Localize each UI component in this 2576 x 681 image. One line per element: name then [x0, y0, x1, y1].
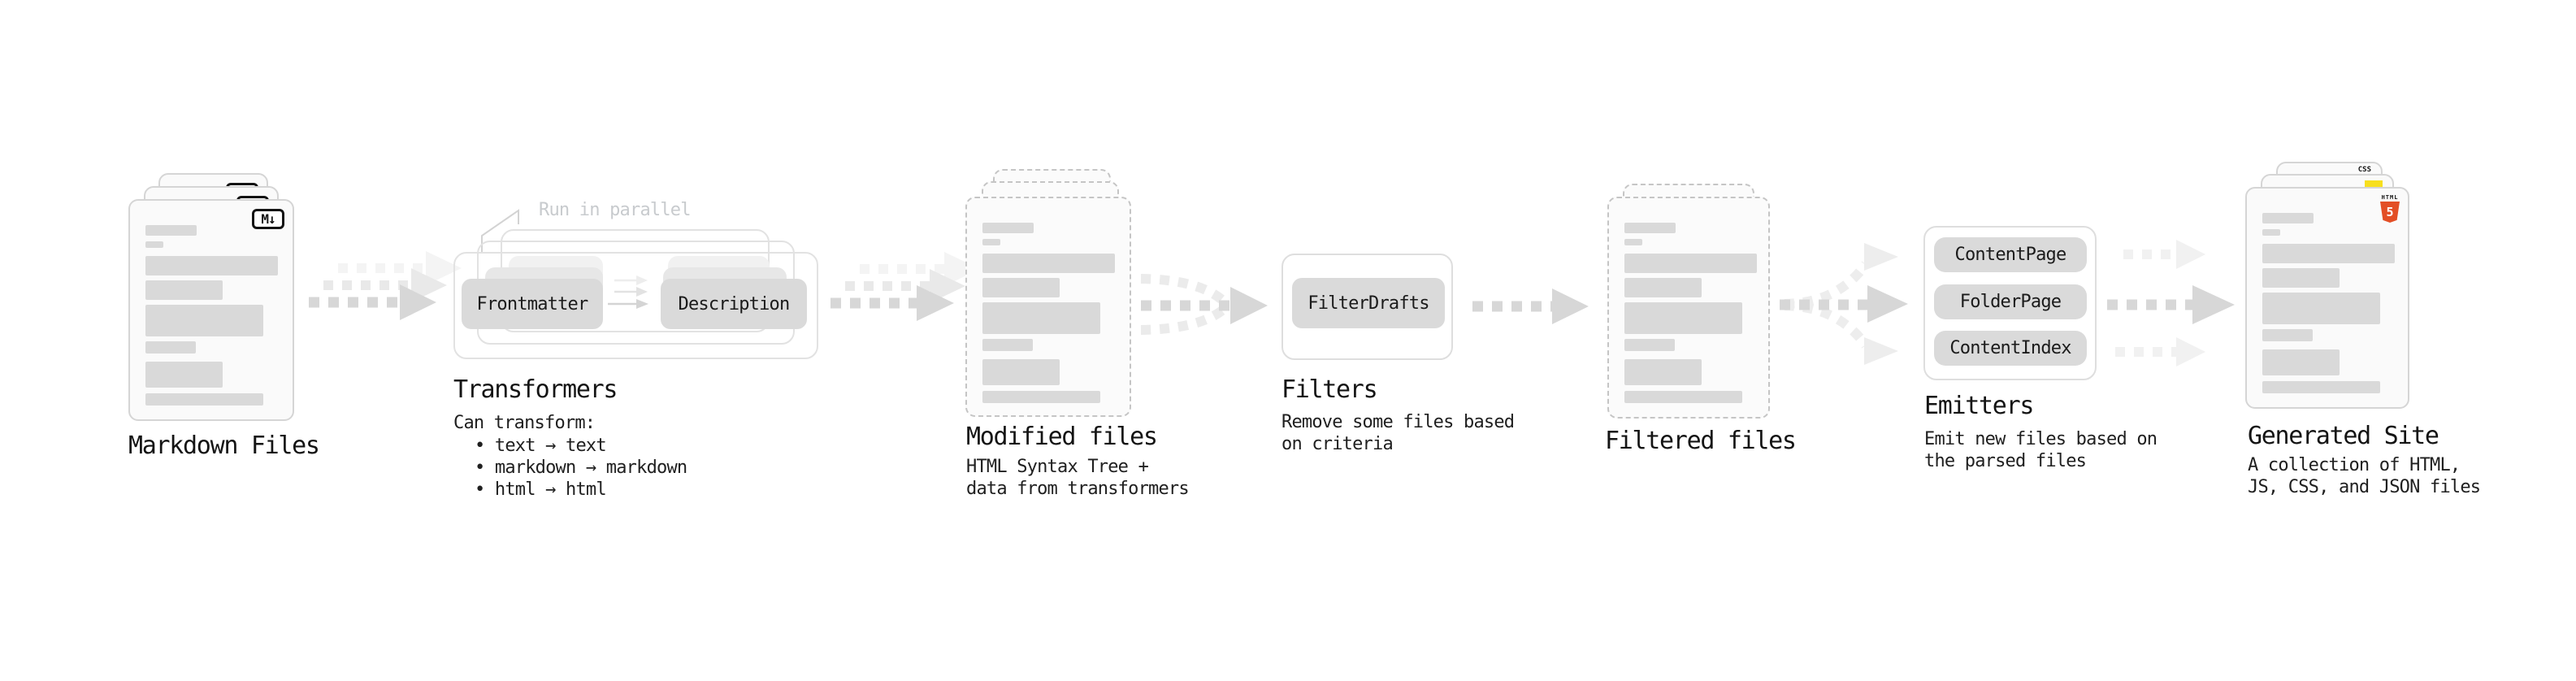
arrow-emitters-to-generated	[2107, 240, 2235, 367]
placeholder-text-bar	[982, 391, 1100, 403]
placeholder-text-bar	[145, 305, 263, 336]
placeholder-text-bar	[145, 362, 223, 388]
stage-label-emitters: Emitters	[1924, 392, 2034, 420]
emitters-description-line: the parsed files	[1924, 451, 2087, 471]
placeholder-text-bar	[982, 254, 1115, 273]
file-card-front: HTML 5	[2245, 187, 2409, 409]
placeholder-text-bar	[2262, 293, 2380, 324]
filters-description-line: Remove some files based	[1281, 412, 1515, 432]
stage-label-filters: Filters	[1281, 375, 1378, 404]
generated-description-line: JS, CSS, and JSON files	[2248, 477, 2481, 497]
placeholder-text-bar	[1624, 239, 1642, 245]
run-in-parallel-annotation: Run in parallel	[539, 200, 691, 220]
placeholder-text-bar	[145, 225, 197, 236]
placeholder-text-bar	[982, 239, 1000, 245]
placeholder-text-bar	[1624, 278, 1702, 297]
placeholder-text-bar	[2262, 381, 2380, 393]
placeholder-text-bar	[2262, 329, 2313, 341]
placeholder-text-bar	[2262, 229, 2280, 236]
placeholder-text-bar	[1624, 223, 1676, 233]
placeholder-text-bar	[145, 280, 223, 300]
filters-description-line: on criteria	[1281, 434, 1394, 454]
arrow-filtered-to-emitters-split	[1780, 243, 1908, 365]
stage-label-markdown-files: Markdown Files	[128, 432, 320, 460]
placeholder-text-bar	[1624, 359, 1702, 385]
placeholder-text-bar	[1624, 302, 1742, 334]
transformers-description-line: Can transform:	[453, 413, 596, 433]
placeholder-text-bar	[2262, 244, 2395, 263]
description-pill: Description	[661, 279, 807, 329]
arrow-transformers-to-modified	[830, 252, 980, 321]
placeholder-text-bar	[145, 256, 278, 275]
contentpage-pill: ContentPage	[1934, 237, 2087, 272]
placeholder-text-bar	[1624, 254, 1757, 273]
transformer-box-front	[453, 252, 818, 359]
file-card-front	[1607, 197, 1770, 419]
emitters-description-line: Emit new files based on	[1924, 429, 2158, 449]
contentindex-pill: ContentIndex	[1934, 331, 2087, 366]
arrow-markdown-to-transformers	[309, 251, 462, 320]
placeholder-text-bar	[2262, 349, 2340, 375]
placeholder-text-bar	[982, 359, 1060, 385]
placeholder-text-bar	[982, 302, 1100, 334]
frontmatter-pill: Frontmatter	[462, 279, 603, 329]
generated-description-line: A collection of HTML,	[2248, 455, 2461, 475]
arrow-filters-to-filtered	[1472, 288, 1589, 324]
arrow-modified-to-filters-merge	[1140, 274, 1268, 335]
placeholder-text-bar	[145, 393, 263, 406]
placeholder-text-bar	[982, 339, 1033, 351]
placeholder-text-bar	[1624, 339, 1675, 351]
transformers-description-line: • text → text	[475, 436, 607, 456]
stage-label-transformers: Transformers	[453, 375, 618, 404]
file-card-front: M↓	[128, 199, 294, 421]
placeholder-text-bar	[982, 223, 1034, 233]
placeholder-text-bar	[982, 278, 1060, 297]
transformers-description-line: • markdown → markdown	[475, 458, 687, 478]
placeholder-text-bar	[2262, 213, 2314, 223]
transformers-description-line: • html → html	[475, 479, 607, 500]
modified-description-line: data from transformers	[966, 479, 1190, 499]
html5-icon: HTML 5	[2379, 194, 2400, 223]
placeholder-text-bar	[145, 241, 163, 248]
placeholder-text-bar	[2262, 268, 2340, 288]
markdown-icon: M↓	[252, 209, 284, 229]
file-card-front	[965, 197, 1131, 417]
stage-label-filtered-files: Filtered files	[1605, 427, 1797, 455]
stage-label-modified-files: Modified files	[966, 423, 1158, 451]
folderpage-pill: FolderPage	[1934, 284, 2087, 319]
stage-label-generated-site: Generated Site	[2248, 422, 2439, 450]
placeholder-text-bar	[1624, 391, 1742, 403]
modified-description-line: HTML Syntax Tree +	[966, 457, 1149, 477]
placeholder-text-bar	[145, 341, 196, 354]
filterdrafts-pill: FilterDrafts	[1292, 278, 1445, 328]
